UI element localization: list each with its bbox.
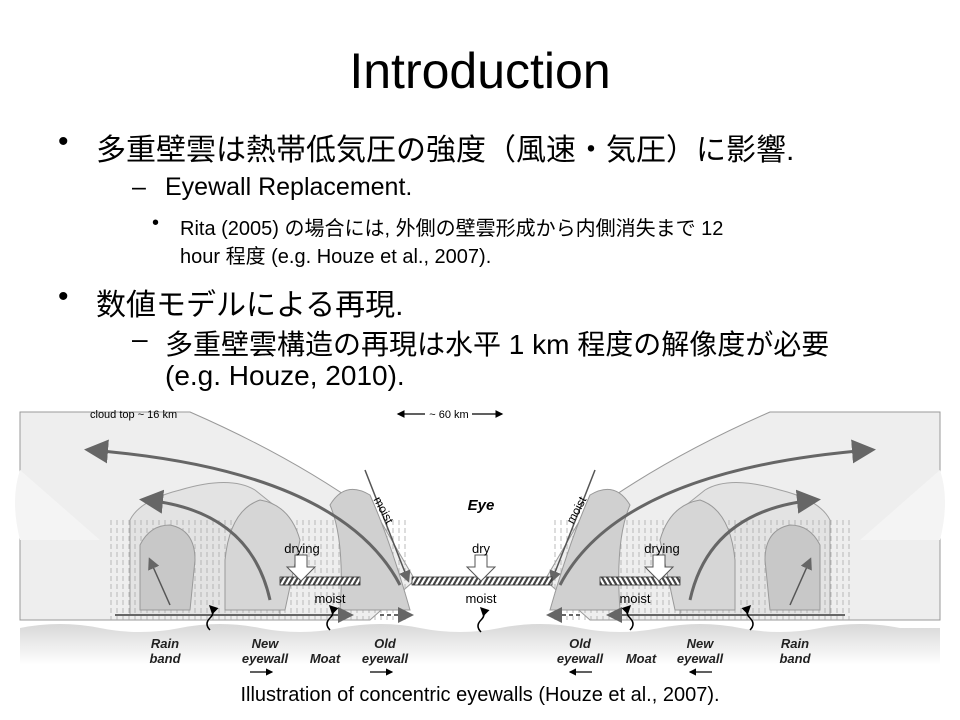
cloud-structure-left <box>15 411 416 631</box>
bullet-numerical-model: 数値モデルによる再現. <box>96 289 404 322</box>
subbullet-eyewall-replacement: Eyewall Replacement. <box>165 173 413 201</box>
old-eyewall-label-right-2: eyewall <box>557 651 604 666</box>
bullet-marker: • <box>58 280 69 313</box>
rain-band-label-right: Rain <box>781 636 809 651</box>
subbullet-resolution-line1: 多重壁雲構造の再現は水平 1 km 程度の解像度が必要 <box>165 329 830 360</box>
bullet-marker: • <box>152 212 160 234</box>
scale-label: ~ 60 km <box>429 409 468 421</box>
rain-band-label-left: Rain <box>151 636 179 651</box>
bullet-intensity: 多重壁雲は熱帯低気圧の強度（風速・気圧）に影響. <box>96 134 795 167</box>
subsub-rita-line2: hour 程度 (e.g. Houze et al., 2007). <box>180 246 492 268</box>
new-eyewall-label-left: New <box>252 636 280 651</box>
rain-band-label-right-2: band <box>779 651 811 666</box>
new-eyewall-label-right-2: eyewall <box>677 651 724 666</box>
old-eyewall-label-left-2: eyewall <box>362 651 409 666</box>
dash-marker: – <box>132 323 148 354</box>
figure-caption: Illustration of concentric eyewalls (Hou… <box>240 684 720 706</box>
moist-label-right: moist <box>619 591 650 606</box>
concentric-eyewall-diagram: cloud top ~ 16 km ~ 60 km Eye drying dry… <box>15 409 960 676</box>
bullet-marker: • <box>58 125 69 158</box>
cloud-top-label: cloud top ~ 16 km <box>90 409 177 421</box>
old-eyewall-label-right: Old <box>569 636 592 651</box>
new-eyewall-label-left-2: eyewall <box>242 651 289 666</box>
moat-label-right: Moat <box>626 651 657 666</box>
eye-label: Eye <box>468 497 495 514</box>
old-eyewall-label-left: Old <box>374 636 397 651</box>
drying-label-right: drying <box>644 541 679 556</box>
subsidence-arrow <box>465 554 497 582</box>
moist-label-left: moist <box>314 591 345 606</box>
new-eyewall-label-right: New <box>687 636 715 651</box>
drying-label-left: drying <box>284 541 319 556</box>
sea-surface <box>20 624 940 665</box>
dash-marker: – <box>132 173 146 201</box>
moat-label-left: Moat <box>310 651 341 666</box>
subsub-rita-line1: Rita (2005) の場合には, 外側の壁雲形成から内側消失まで 12 <box>180 218 724 240</box>
cloud-structure-right <box>545 412 945 630</box>
dry-label: dry <box>472 541 491 556</box>
moist-label-eye: moist <box>465 591 496 606</box>
subbullet-resolution-line2: (e.g. Houze, 2010). <box>165 360 405 391</box>
rain-band-label-left-2: band <box>149 651 181 666</box>
slide-title: Introduction <box>349 43 611 99</box>
